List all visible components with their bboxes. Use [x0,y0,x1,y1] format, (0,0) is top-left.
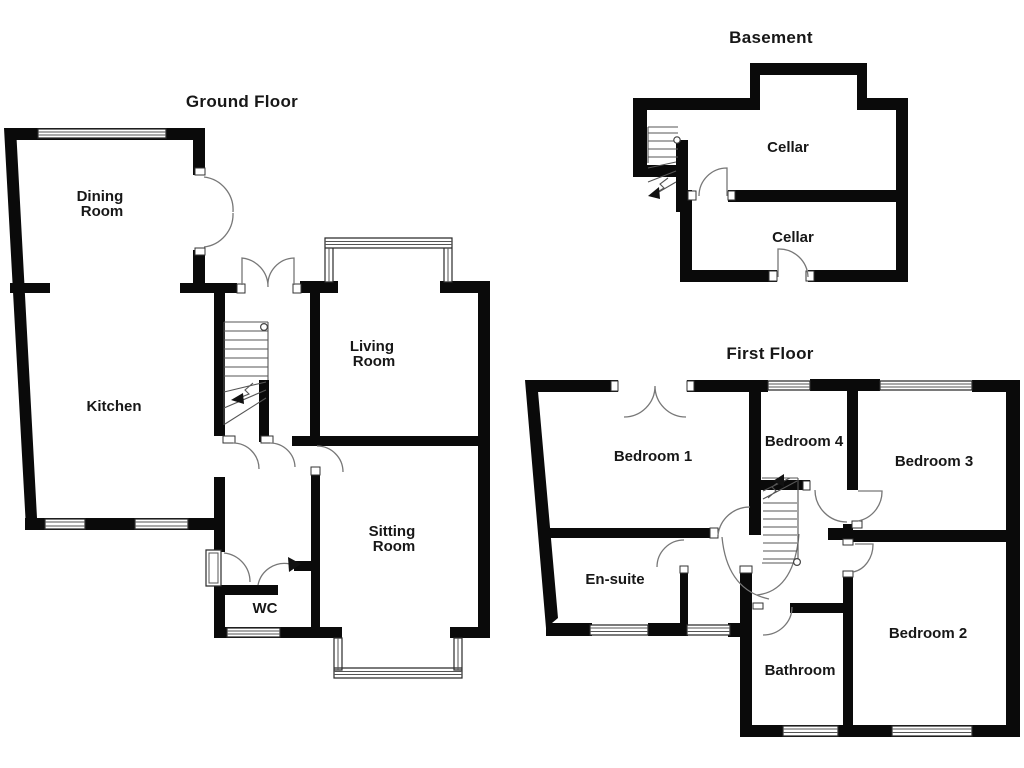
basement-staircase [647,126,681,199]
room-label-sitting: Sitting Room [369,523,420,555]
first-floor-door-arcs [623,385,883,636]
basement-stairs-newel [673,136,681,144]
ground-stairs-direction-arrow-icon [231,393,244,404]
room-label-bathroom: Bathroom [765,662,836,679]
ground-floor-title: Ground Floor [186,92,298,111]
basement-stairs-treads [647,126,678,197]
wc-door-arrow-icon [288,557,301,572]
first-floor-stairs-direction-arrow-icon [773,474,784,487]
room-label-sitting-line1: Sitting [369,523,416,540]
room-label-wc: WC [253,600,278,617]
room-label-ensuite: En-suite [585,571,644,588]
ground-floor-plan: Ground Floor Dining Room Kitchen Living … [4,92,490,679]
ground-stairs-newel [260,323,269,332]
room-label-living-line1: Living [350,338,394,355]
room-label-bedroom1: Bedroom 1 [614,448,692,465]
basement-title: Basement [729,28,813,47]
first-floor-windows [589,380,973,737]
first-floor-door-jambs [610,380,863,610]
room-label-bedroom4: Bedroom 4 [765,433,844,450]
basement-walls [633,63,908,282]
room-label-sitting-line2: Room [373,538,416,555]
room-label-bedroom3: Bedroom 3 [895,453,973,470]
room-label-living: Living Room [350,338,398,370]
ground-stairs-treads [223,321,269,425]
room-label-cellar-upper: Cellar [767,139,809,156]
room-label-kitchen: Kitchen [86,398,141,415]
ground-staircase [223,321,269,425]
basement-stairs-direction-arrow-icon [648,187,660,199]
room-label-cellar-lower: Cellar [772,229,814,246]
ground-door-arcs [203,176,344,586]
basement-door-arcs [698,167,809,278]
room-label-dining: Dining Room [77,188,128,220]
room-label-bedroom2: Bedroom 2 [889,625,967,642]
first-floor-stairs-treads [762,477,799,564]
ground-window-mullions [38,131,462,675]
first-floor-plan: First Floor Bedroom 1 Bedroom 4 Bedroom … [525,344,1020,737]
ground-windows [37,128,463,679]
first-floor-window-mullions [590,383,972,733]
basement-door-jambs [687,190,815,282]
room-label-dining-line2: Room [81,203,124,220]
room-label-dining-line1: Dining [77,188,124,205]
first-floor-staircase [762,474,801,566]
room-label-living-line2: Room [353,353,396,370]
first-floor-title: First Floor [726,344,813,363]
first-floor-stairs-newel [792,557,801,566]
basement-plan: Basement Cellar Cellar [633,28,908,282]
